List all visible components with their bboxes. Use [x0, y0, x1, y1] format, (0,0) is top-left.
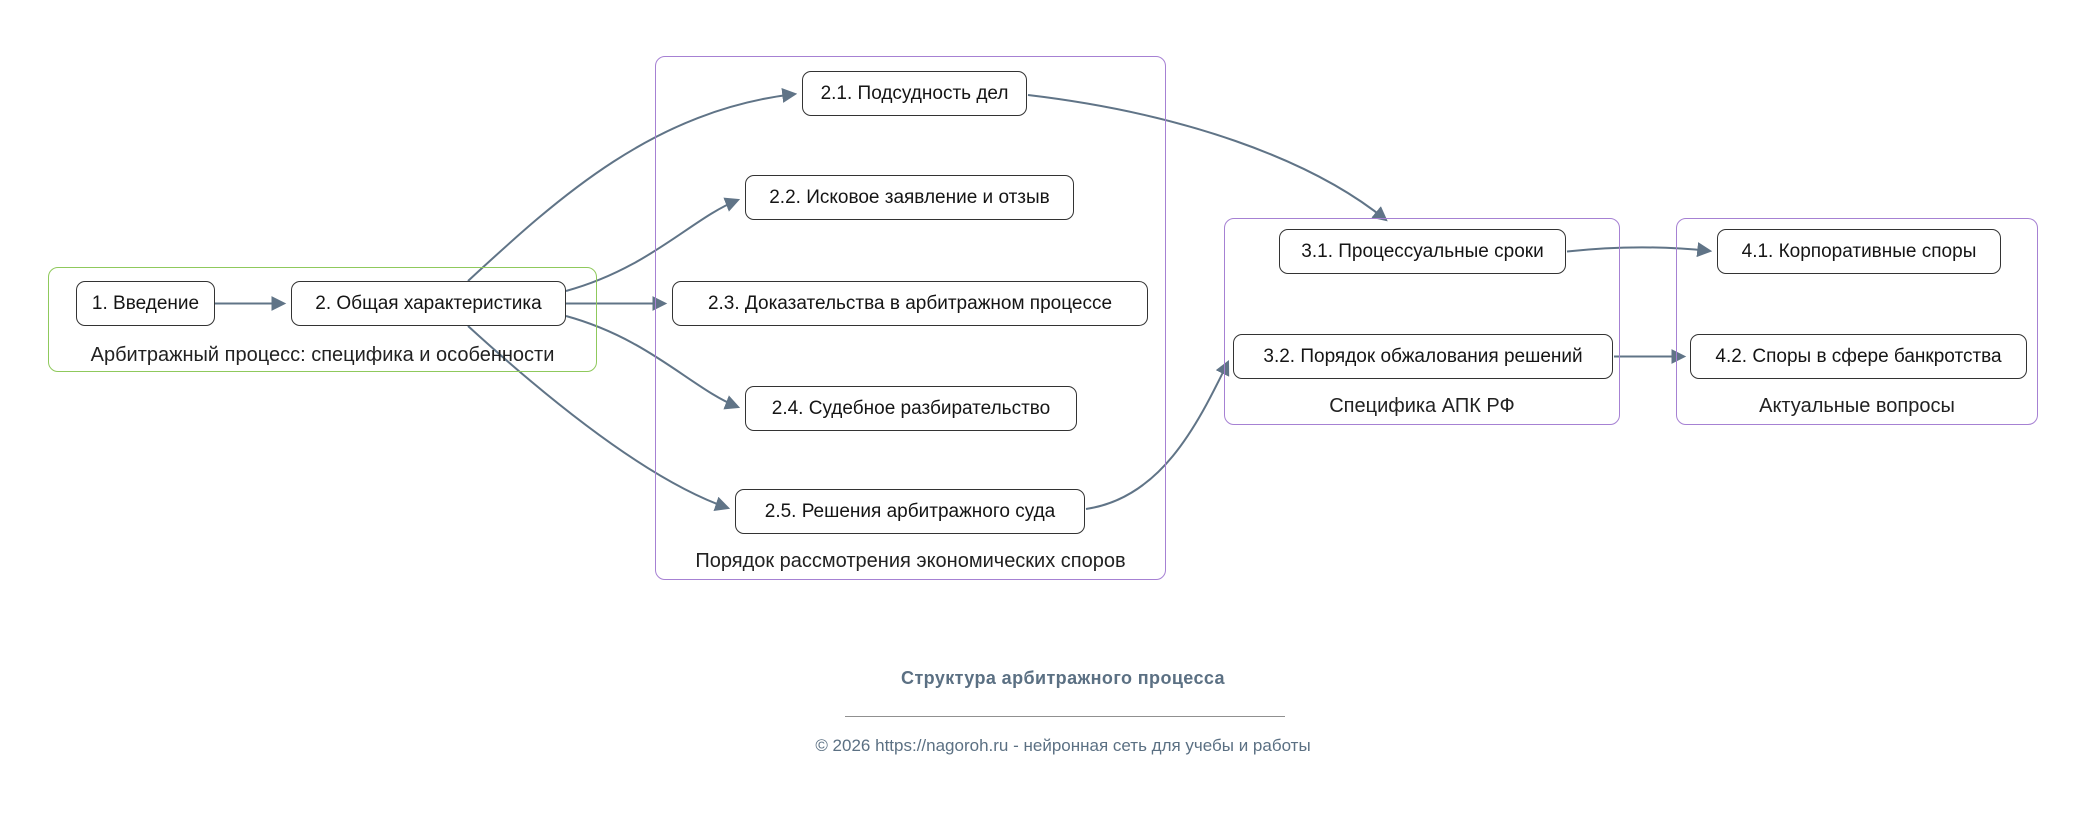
group-apk-rf-specifics-label: Специфика АПК РФ: [1329, 395, 1515, 417]
edge-2-1-3-1: [1027, 94, 1388, 222]
edge-overview-2-2: [565, 197, 741, 292]
node-2-3-evidence: 2.3. Доказательства в арбитражном процес…: [672, 281, 1148, 326]
node-2-1-jurisdiction: 2.1. Подсудность дел: [802, 71, 1027, 116]
divider-line: [845, 716, 1285, 717]
node-2-4-court-proceedings: 2.4. Судебное разбирательство: [745, 386, 1077, 431]
edge-3-1-4-1: [1566, 242, 1713, 258]
node-1-introduction: 1. Введение: [76, 281, 215, 326]
group-arbitration-process: Арбитражный процесс: специфика и особенн…: [48, 267, 597, 372]
group-economic-disputes-procedure: Порядок рассмотрения экономических споро…: [655, 56, 1166, 580]
group-apk-rf-specifics: Специфика АПК РФ: [1224, 218, 1620, 425]
edge-overview-2-5: [467, 325, 731, 511]
group-current-issues-label: Актуальные вопросы: [1759, 395, 1955, 417]
edge-2-5-3-2: [1085, 359, 1230, 510]
node-4-2-bankruptcy-disputes: 4.2. Споры в сфере банкротства: [1690, 334, 2027, 379]
node-3-2-appeal-procedure: 3.2. Порядок обжалования решений: [1233, 334, 1613, 379]
node-3-1-procedural-deadlines: 3.1. Процессуальные сроки: [1279, 229, 1566, 274]
group-current-issues: Актуальные вопросы: [1676, 218, 2038, 425]
copyright-prefix: © 2026: [815, 736, 876, 755]
edge-overview-2-4: [565, 315, 741, 410]
group-arbitration-process-label: Арбитражный процесс: специфика и особенн…: [90, 344, 555, 366]
node-2-5-court-decisions: 2.5. Решения арбитражного суда: [735, 489, 1085, 534]
node-2-2-statement-of-claim: 2.2. Исковое заявление и отзыв: [745, 175, 1074, 220]
diagram-title: Структура арбитражного процесса: [901, 668, 1225, 688]
site-link[interactable]: https://nagoroh.ru: [875, 736, 1009, 755]
copyright-suffix: - нейронная сеть для учебы и работы: [1008, 736, 1311, 755]
node-2-overview: 2. Общая характеристика: [291, 281, 566, 326]
copyright-text: © 2026 https://nagoroh.ru - нейронная се…: [663, 736, 1463, 756]
edge-overview-2-1: [467, 88, 798, 282]
node-4-1-corporate-disputes: 4.1. Корпоративные споры: [1717, 229, 2001, 274]
group-economic-disputes-procedure-label: Порядок рассмотрения экономических споро…: [695, 550, 1126, 572]
